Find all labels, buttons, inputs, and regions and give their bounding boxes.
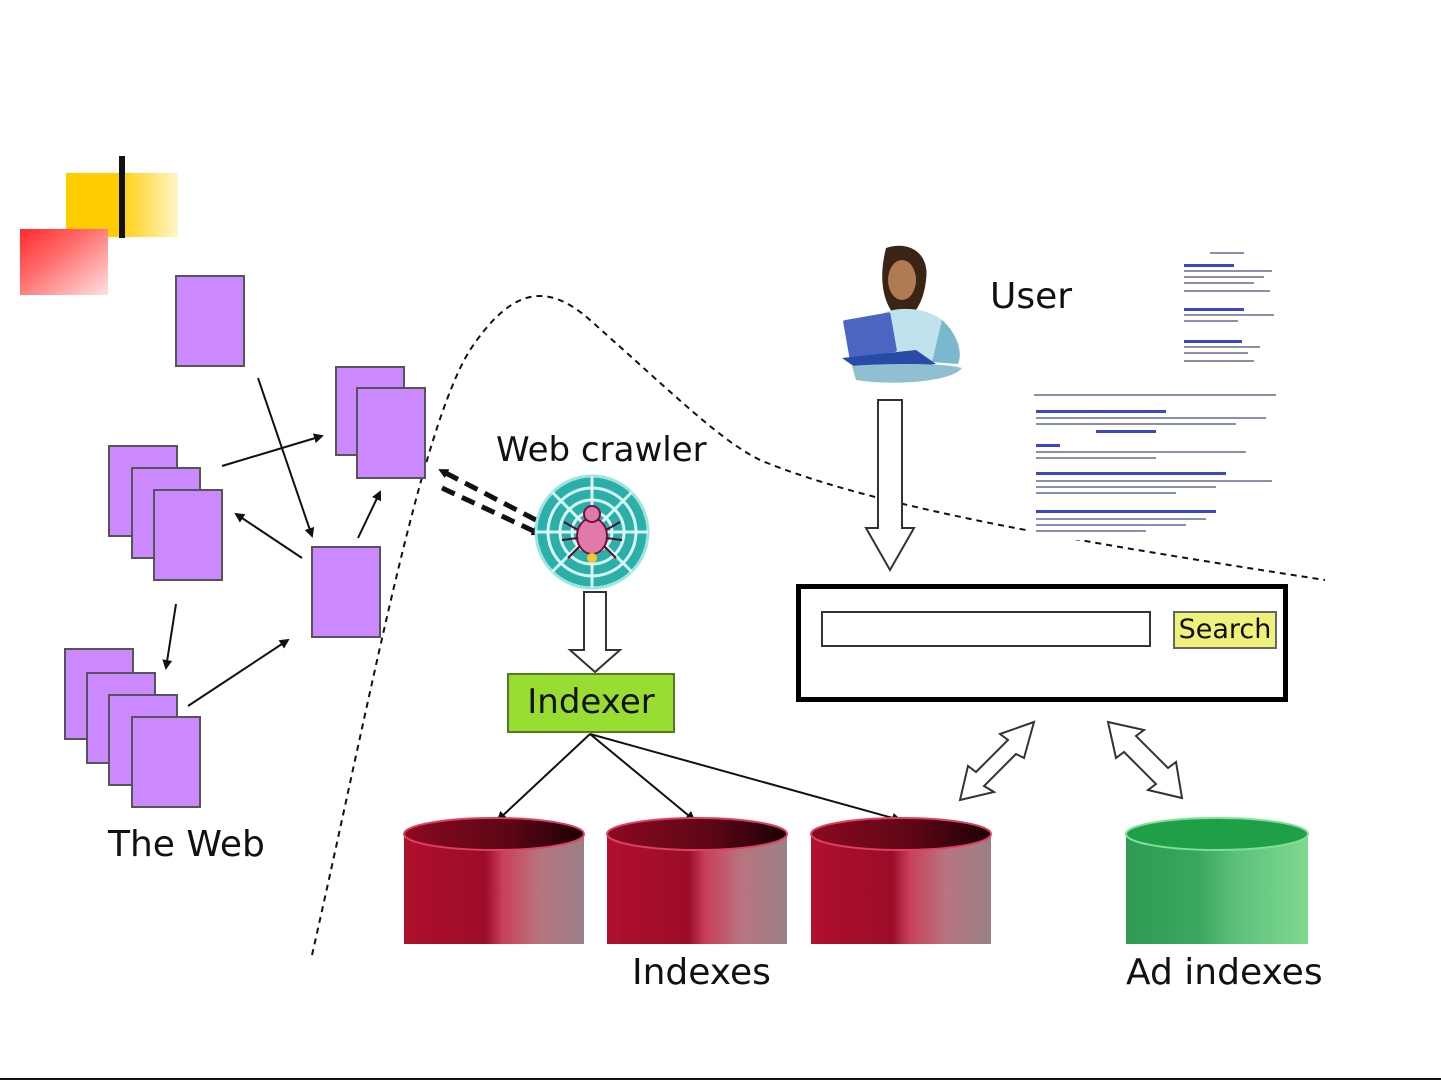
web-link-arrow bbox=[258, 378, 312, 536]
web-page-icon bbox=[175, 275, 245, 367]
search-input[interactable] bbox=[821, 611, 1151, 647]
indexer-to-index-arrow bbox=[590, 734, 900, 820]
web-page-icon bbox=[131, 716, 201, 808]
web-page-icon bbox=[153, 489, 223, 581]
web-link-arrow bbox=[166, 604, 176, 668]
index-cylinder-icon bbox=[605, 816, 789, 948]
web-link-arrow bbox=[222, 436, 322, 466]
web-link-arrow bbox=[358, 492, 380, 538]
web-link-arrow bbox=[236, 514, 302, 558]
indexer-to-index-arrow bbox=[590, 734, 694, 820]
indexer-to-index-arrow bbox=[498, 734, 590, 820]
ad-indexes-label: Ad indexes bbox=[1126, 952, 1323, 993]
search-results-page-icon bbox=[1176, 248, 1282, 372]
search-ad-index-double-arrow bbox=[1108, 722, 1182, 798]
crawler-to-indexer-arrow bbox=[570, 592, 620, 672]
search-index-double-arrow bbox=[960, 722, 1034, 800]
search-button[interactable]: Search bbox=[1173, 611, 1277, 649]
search-box-panel: Search bbox=[796, 584, 1288, 702]
web-crawler-label: Web crawler bbox=[496, 430, 707, 470]
web-page-icon bbox=[311, 546, 381, 638]
web-link-arrow bbox=[188, 640, 288, 706]
search-results-page-icon bbox=[1030, 390, 1280, 540]
ad-index-cylinder-icon bbox=[1124, 816, 1310, 948]
the-web-label: The Web bbox=[108, 824, 265, 865]
crawler-fetch-arrow bbox=[440, 470, 536, 520]
user-label: User bbox=[990, 276, 1072, 317]
user-to-search-arrow bbox=[866, 400, 914, 570]
indexes-label: Indexes bbox=[632, 952, 771, 993]
user-at-laptop-icon bbox=[832, 240, 966, 386]
web-page-icon bbox=[356, 387, 426, 479]
index-cylinder-icon bbox=[402, 816, 586, 948]
indexer-box: Indexer bbox=[507, 673, 675, 733]
index-cylinder-icon bbox=[809, 816, 993, 948]
spider-web-icon bbox=[534, 474, 650, 592]
